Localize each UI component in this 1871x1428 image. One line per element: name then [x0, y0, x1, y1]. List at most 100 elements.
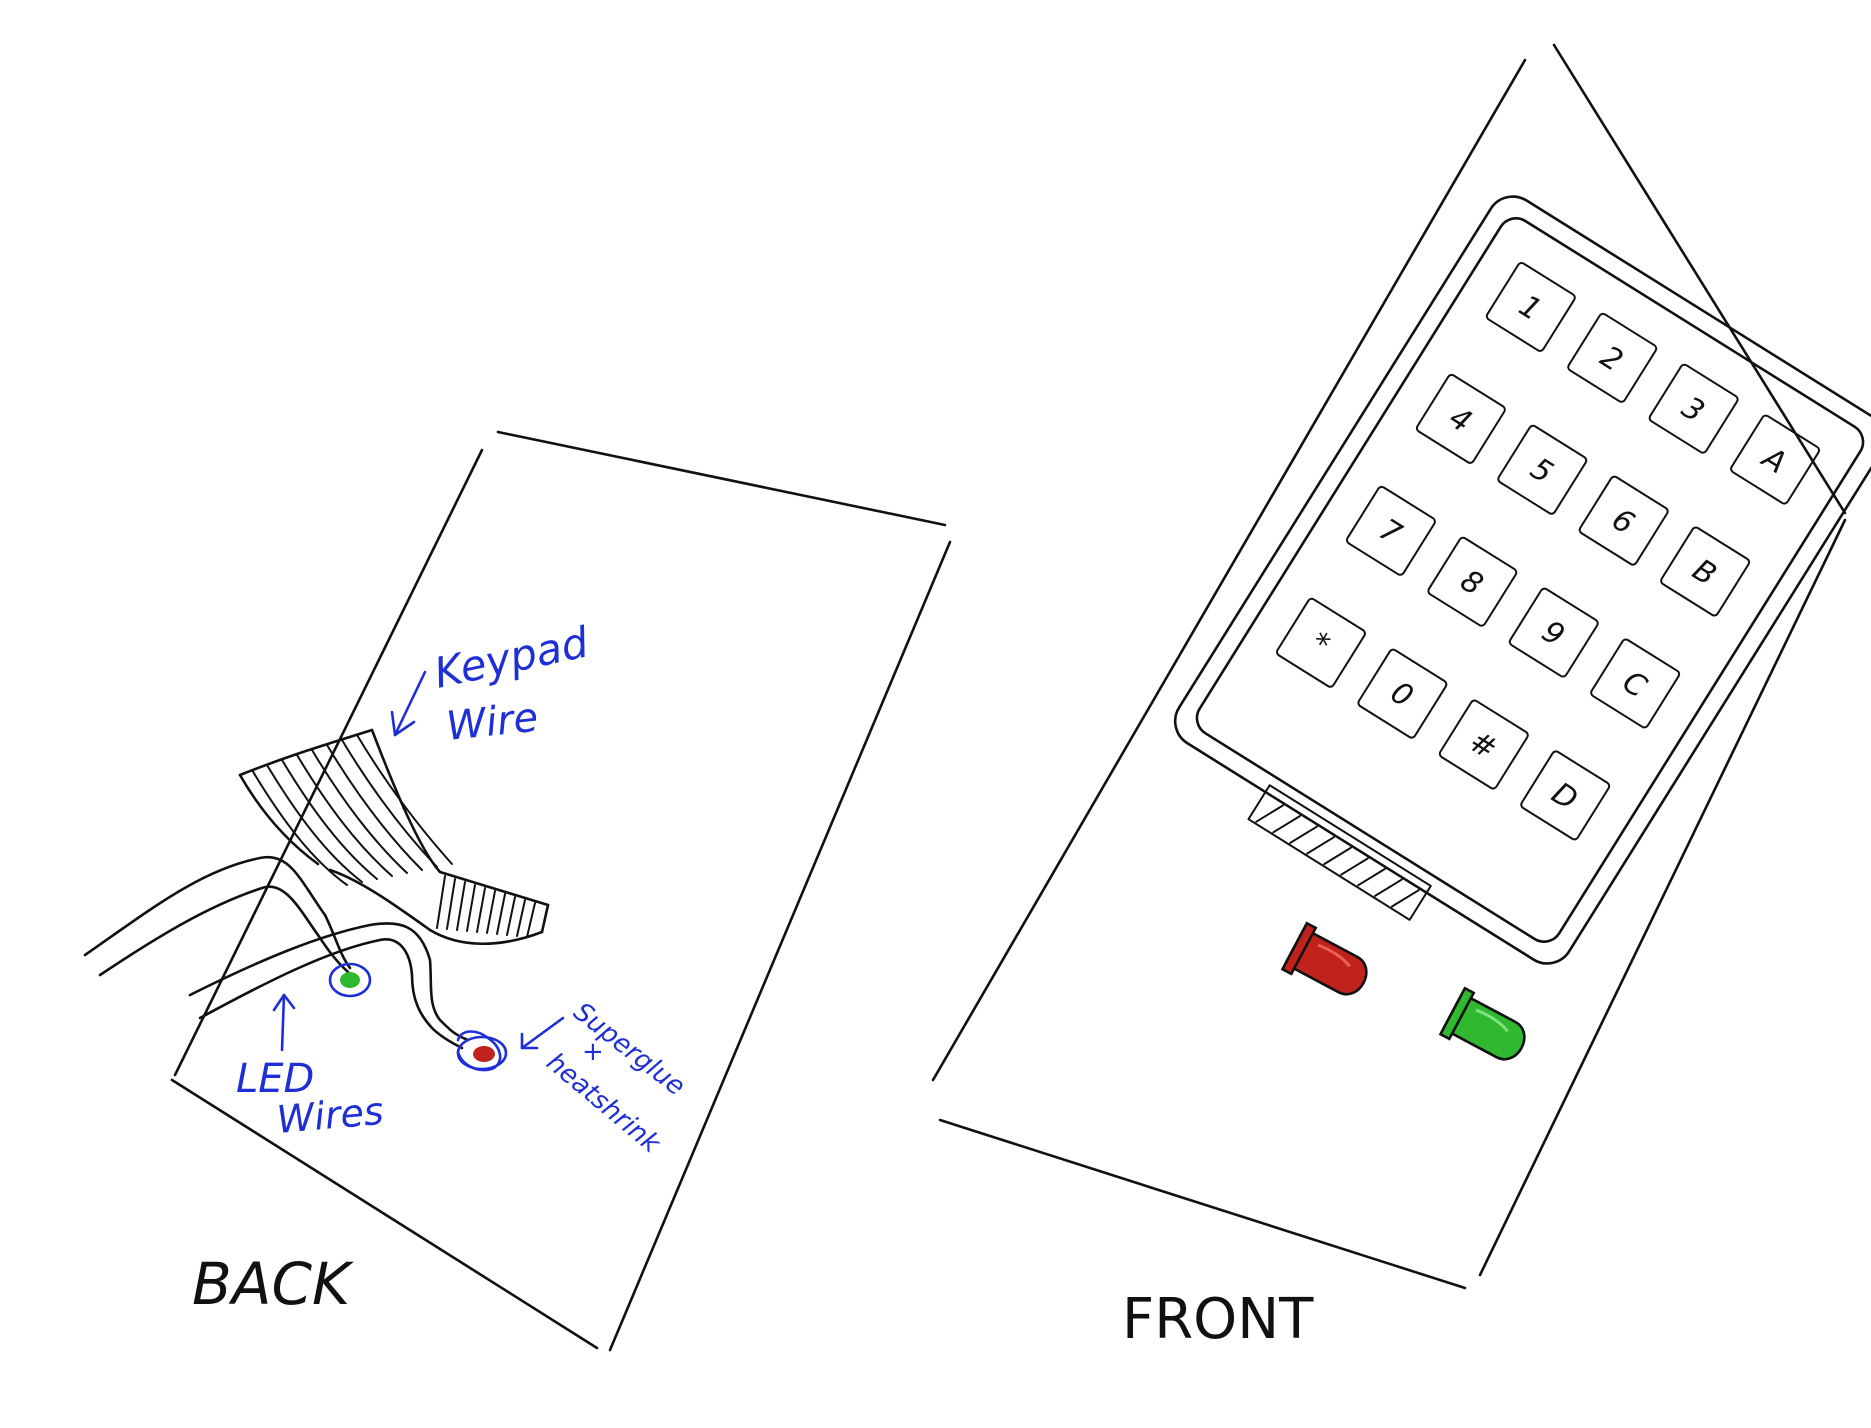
key-label: 5	[1524, 451, 1559, 491]
key-outline	[1660, 526, 1751, 617]
ribbon-fold-conductor	[446, 878, 456, 930]
key-outline	[1485, 261, 1576, 352]
key-C[interactable]: C	[1590, 638, 1681, 729]
key-label: 9	[1536, 614, 1571, 654]
connector-pin	[1357, 867, 1386, 887]
key-label: 1	[1513, 288, 1548, 328]
superglue-arrow	[520, 1016, 565, 1050]
key-*[interactable]: *	[1276, 597, 1367, 688]
ribbon-conductor	[311, 749, 408, 874]
keypad-wire-arrow	[390, 670, 427, 737]
ribbon-conductor	[281, 759, 378, 880]
ribbon-conductor	[266, 764, 363, 883]
ribbon-fold-conductor	[476, 887, 486, 933]
annotation-superglue-line2: +	[582, 1037, 604, 1067]
connector-pins	[1255, 804, 1420, 908]
key-label: 4	[1443, 400, 1478, 440]
back-red-led	[456, 1030, 508, 1072]
annotation-led-line1: LED	[236, 1056, 314, 1102]
connector-pin	[1306, 836, 1335, 855]
key-outline	[1276, 597, 1366, 688]
key-#[interactable]: #	[1438, 699, 1529, 790]
annotation-led-line2: Wires	[275, 1089, 385, 1142]
front-red-led[interactable]	[1280, 921, 1375, 1006]
key-label: *	[1305, 625, 1336, 663]
key-2[interactable]: 2	[1567, 312, 1658, 403]
ribbon-fold-conductor	[486, 890, 496, 934]
key-label: A	[1755, 439, 1793, 481]
key-8[interactable]: 8	[1427, 536, 1518, 627]
connector-pin	[1391, 889, 1420, 908]
key-label: 6	[1606, 502, 1641, 542]
key-1[interactable]: 1	[1485, 261, 1576, 352]
key-label: #	[1463, 724, 1503, 767]
key-label: C	[1616, 664, 1652, 705]
led-wires-arrow	[272, 993, 296, 1052]
connector-pin	[1340, 857, 1369, 876]
key-outline	[1357, 648, 1448, 739]
key-label: D	[1545, 776, 1583, 818]
key-outline	[1427, 536, 1518, 627]
front-green-led[interactable]	[1438, 986, 1533, 1071]
key-3[interactable]: 3	[1648, 363, 1739, 454]
ribbon-conductor	[341, 739, 438, 868]
ribbon-conductor	[326, 744, 423, 871]
ribbon-fold-conductor	[506, 896, 516, 936]
connector-pin	[1289, 825, 1318, 844]
key-4[interactable]: 4	[1415, 373, 1506, 464]
connector-pin	[1255, 804, 1285, 823]
key-outline	[1578, 475, 1669, 566]
key-6[interactable]: 6	[1578, 475, 1669, 566]
connector-pin	[1374, 878, 1403, 897]
back-green-led	[328, 962, 372, 998]
front-panel	[931, 43, 1847, 1290]
ribbon-fold-conductor	[496, 893, 506, 935]
key-D[interactable]: D	[1520, 750, 1611, 841]
key-5[interactable]: 5	[1497, 424, 1588, 515]
key-label: 7	[1373, 512, 1408, 552]
key-label: 0	[1384, 675, 1419, 715]
key-label: 8	[1454, 563, 1489, 603]
keypad-connector	[1247, 784, 1432, 921]
keypad: 1 2 3A 4 5 6B 7 8 9C * 0 # D	[1173, 195, 1871, 965]
ribbon-fold-conductor	[466, 884, 476, 932]
keypad-inner-frame	[1195, 217, 1865, 943]
connector-pin	[1272, 814, 1302, 834]
keypad-ribbon-cable	[238, 728, 550, 946]
ribbon-fold-conductor	[456, 881, 466, 931]
ribbon-fold-conductor	[516, 899, 526, 937]
ribbon-fold-stripes	[436, 875, 536, 938]
back-panel	[170, 430, 952, 1352]
ribbon-conductor	[296, 754, 393, 877]
annotation-keypad-line1: Keypad	[430, 617, 593, 697]
key-outline	[1590, 638, 1681, 729]
key-B[interactable]: B	[1660, 526, 1751, 617]
back-label: BACK	[192, 1250, 354, 1318]
key-outline	[1508, 587, 1599, 678]
ribbon-fold-conductor	[526, 902, 536, 938]
key-0[interactable]: 0	[1357, 648, 1448, 739]
key-A[interactable]: A	[1730, 414, 1821, 505]
keypad-outer-frame	[1173, 195, 1871, 965]
key-9[interactable]: 9	[1508, 587, 1599, 678]
key-outline	[1438, 699, 1529, 790]
ribbon-conductor	[356, 734, 453, 865]
key-label: B	[1686, 552, 1722, 593]
key-outline	[1648, 363, 1739, 454]
connector-pin	[1323, 846, 1352, 866]
front-label: FRONT	[1122, 1287, 1314, 1352]
ribbon-fold-conductor	[436, 875, 446, 929]
key-7[interactable]: 7	[1345, 485, 1436, 576]
key-outline	[1730, 414, 1821, 505]
key-label: 3	[1675, 390, 1710, 430]
key-outline	[1345, 485, 1436, 576]
led-wire-cable	[83, 855, 470, 1050]
ribbon-stripes	[251, 734, 453, 886]
key-outline	[1497, 424, 1588, 515]
annotation-keypad-line2: Wire	[444, 695, 540, 750]
key-outline	[1415, 373, 1506, 464]
key-label: 2	[1594, 339, 1629, 379]
ribbon-conductor	[251, 769, 348, 886]
key-outline	[1520, 750, 1611, 841]
